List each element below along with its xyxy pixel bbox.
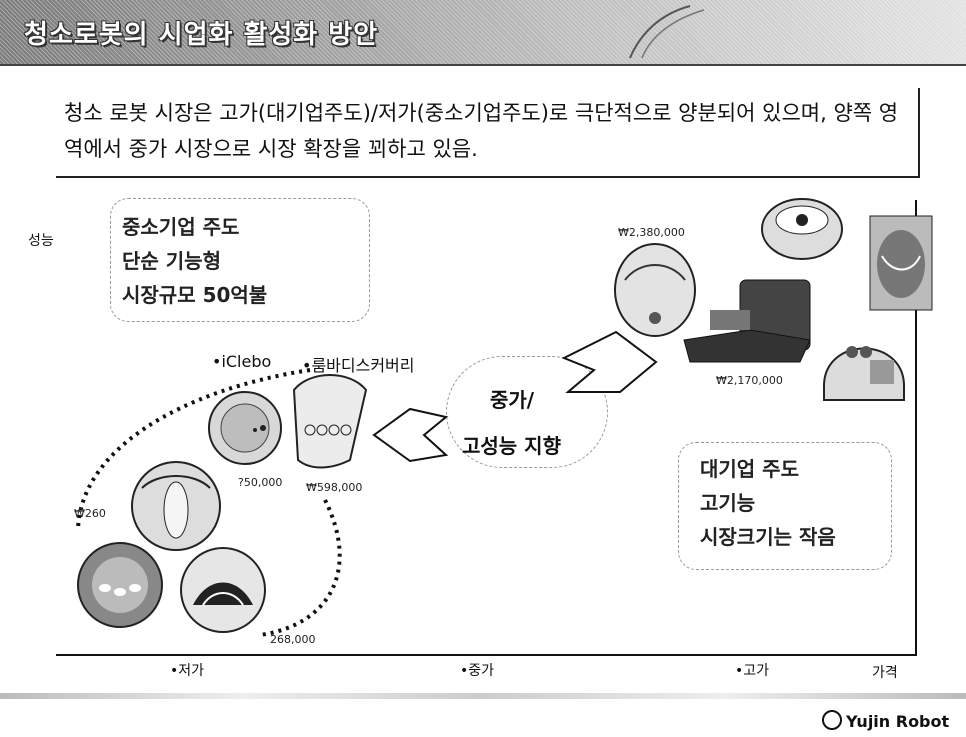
- yujin-logo-icon: [822, 710, 842, 730]
- low-segment-callout: [110, 198, 370, 322]
- brand-name: Yujin Robot: [846, 712, 950, 731]
- summary-text: 청소 로봇 시장은 고가(대기업주도)/저가(중소기업주도)로 극단적으로 양분…: [64, 101, 899, 161]
- mid-segment-line-1: 중가/: [490, 388, 535, 412]
- price-high-1: ₩2,380,000: [618, 226, 685, 239]
- roomba-discovery-image: [292, 374, 368, 469]
- header-banner: [0, 0, 966, 66]
- tick-mid: •중가: [460, 663, 495, 679]
- tick-high: •고가: [735, 663, 770, 679]
- roomba-discovery-label: •룸바디스커버리: [302, 356, 415, 375]
- high-segment-line-2: 고기능: [700, 491, 756, 515]
- low-segment-text: 중소기업 주도 단순 기능형 시장규모 50억불: [122, 210, 267, 312]
- high-end-robot-image-2: [683, 279, 811, 363]
- low-segment-line-3: 시장규모 50억불: [122, 283, 268, 307]
- price-low-2: 268,000: [270, 633, 316, 646]
- brush-stroke-decoration: [629, 5, 705, 59]
- summary-box: [56, 88, 920, 178]
- footer-rule: [0, 693, 966, 699]
- arrow-from-low-icon: [372, 407, 449, 463]
- low-end-robot-image-1: [131, 461, 221, 551]
- low-segment-line-1: 중소기업 주도: [122, 215, 240, 239]
- tick-low: •저가: [170, 663, 205, 679]
- high-end-robot-image-4: [869, 215, 933, 311]
- price-low-1: ₩260: [74, 507, 106, 520]
- low-segment-dotted-arc: [76, 368, 342, 637]
- price-discovery: ₩598,000: [306, 481, 363, 494]
- high-segment-line-1: 대기업 주도: [700, 457, 799, 481]
- price-iclebo: ?50,000: [238, 476, 283, 489]
- brand-logo: Yujin Robot: [822, 710, 949, 731]
- mid-segment-callout: [446, 356, 608, 468]
- iclebo-robot-image: [208, 391, 282, 465]
- high-end-robot-image-3: [761, 198, 843, 260]
- high-end-robot-image-1: [614, 243, 696, 337]
- y-axis-label: 성능: [28, 233, 54, 249]
- x-axis-label: 가격: [872, 665, 898, 681]
- high-segment-line-3: 시장크기는 작음: [700, 525, 836, 549]
- iclebo-label: •iClebo: [212, 352, 272, 371]
- price-high-2: ₩2,170,000: [716, 374, 783, 387]
- mid-segment-line-2: 고성능 지향: [462, 434, 561, 458]
- x-axis: [56, 654, 917, 656]
- slide-title: 청소로봇의 시업화 활성화 방안: [24, 20, 379, 50]
- high-segment-text: 대기업 주도 고기능 시장크기는 작음: [700, 452, 836, 554]
- high-segment-callout: [678, 442, 892, 570]
- low-end-robot-image-2: [77, 542, 163, 628]
- low-segment-line-2: 단순 기능형: [122, 249, 221, 273]
- y-axis: [915, 200, 917, 656]
- high-end-robot-image-5: [823, 346, 905, 401]
- arrow-from-high-icon: [561, 330, 658, 393]
- low-end-robot-image-3: [180, 547, 266, 633]
